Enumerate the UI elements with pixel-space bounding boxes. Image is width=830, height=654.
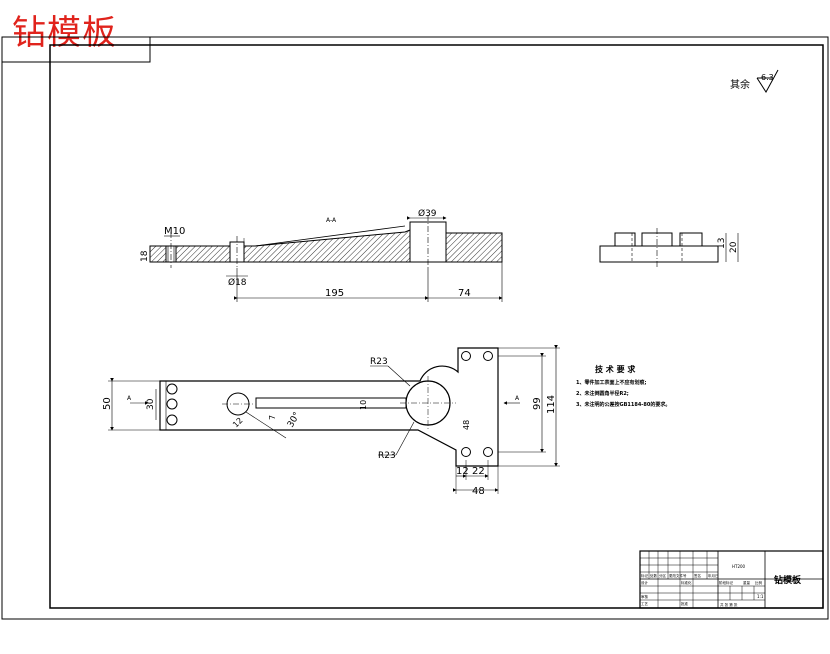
dim-m10: M10 [164,226,185,237]
section-label: A-A [326,217,337,224]
dim-12: 12 [456,466,469,477]
side-view: 13 20 [599,228,739,268]
section-arrow-left: A [127,395,132,402]
dim-13: 13 [717,238,727,249]
tb-sheet: 共 张 第 张 [720,602,738,607]
dim-74: 74 [458,288,471,299]
inner-border [49,44,824,609]
tech-req-title: 技 术 要 求 [595,364,636,374]
dim-30: 30 [146,398,156,410]
dim-12-hole: 12 [231,416,245,430]
dim-114: 114 [546,395,557,414]
title-block-scale: 1:1 [757,594,764,599]
dim-dia39: Ø39 [418,208,437,219]
tb-standard: 标准化 [681,580,692,585]
tb-process: 工艺 [641,601,649,606]
tb-approve: 批准 [681,601,689,606]
title-block-part-name: 钻模板 [774,574,802,586]
section-arrow-right: A [515,395,520,402]
dim-48: 48 [472,486,485,497]
dim-99: 99 [532,397,543,410]
dim-18: 18 [140,250,150,262]
tb-design: 设计 [641,580,649,585]
dim-20: 20 [729,241,739,253]
dim-195: 195 [325,288,344,299]
tech-req-item-1: 1、零件加工表面上不应有划痕; [576,379,646,386]
dim-dia18: Ø18 [228,277,247,288]
tb-mark: 标记 [641,573,649,578]
tb-check: 审核 [641,594,649,599]
tag-box [1,36,151,63]
title-block-material: HT200 [732,564,746,569]
tb-scale-label: 比例 [755,580,763,585]
dim-angle-30: 30° [286,411,303,430]
dim-r23-bottom: R23 [378,451,396,461]
tb-date: 年月日 [708,573,719,578]
tech-req-item-3: 3、未注明的公差按GB1184-80的要求。 [576,401,670,408]
dim-r23-top: R23 [370,357,388,367]
dim-50: 50 [102,397,113,410]
roughness-label: 其余 [730,78,750,91]
technical-requirements: 技 术 要 求 1、零件加工表面上不应有划痕; 2、未注倒圆角半径R2; 3、未… [576,364,670,408]
dim-48-vertical: 48 [462,420,471,430]
dim-10: 10 [359,400,368,410]
surface-roughness-note: 其余 6.3 [730,69,779,93]
tb-stage: 阶段标记 [719,580,733,585]
tb-count: 处数 [650,573,658,578]
plan-view: A A 50 30 R23 R23 10 30° 7 12 48 99 114 [102,345,560,497]
title-block: HT200 钻模板 1:1 标记 处数 分区 更改文件号 签名 年月日 设计 标… [639,550,824,609]
dim-7: 7 [268,415,277,420]
tb-zone: 分区 [659,573,667,578]
section-view-a-a: A-A M10 18 Ø39 Ø18 195 74 [140,208,503,302]
tb-weight: 重量 [743,580,751,585]
dim-22: 22 [472,466,485,477]
tech-req-item-2: 2、未注倒圆角半径R2; [576,390,629,397]
tb-change-doc: 更改文件号 [669,573,687,578]
outer-frame [1,36,829,620]
tb-signature: 签名 [694,573,701,578]
